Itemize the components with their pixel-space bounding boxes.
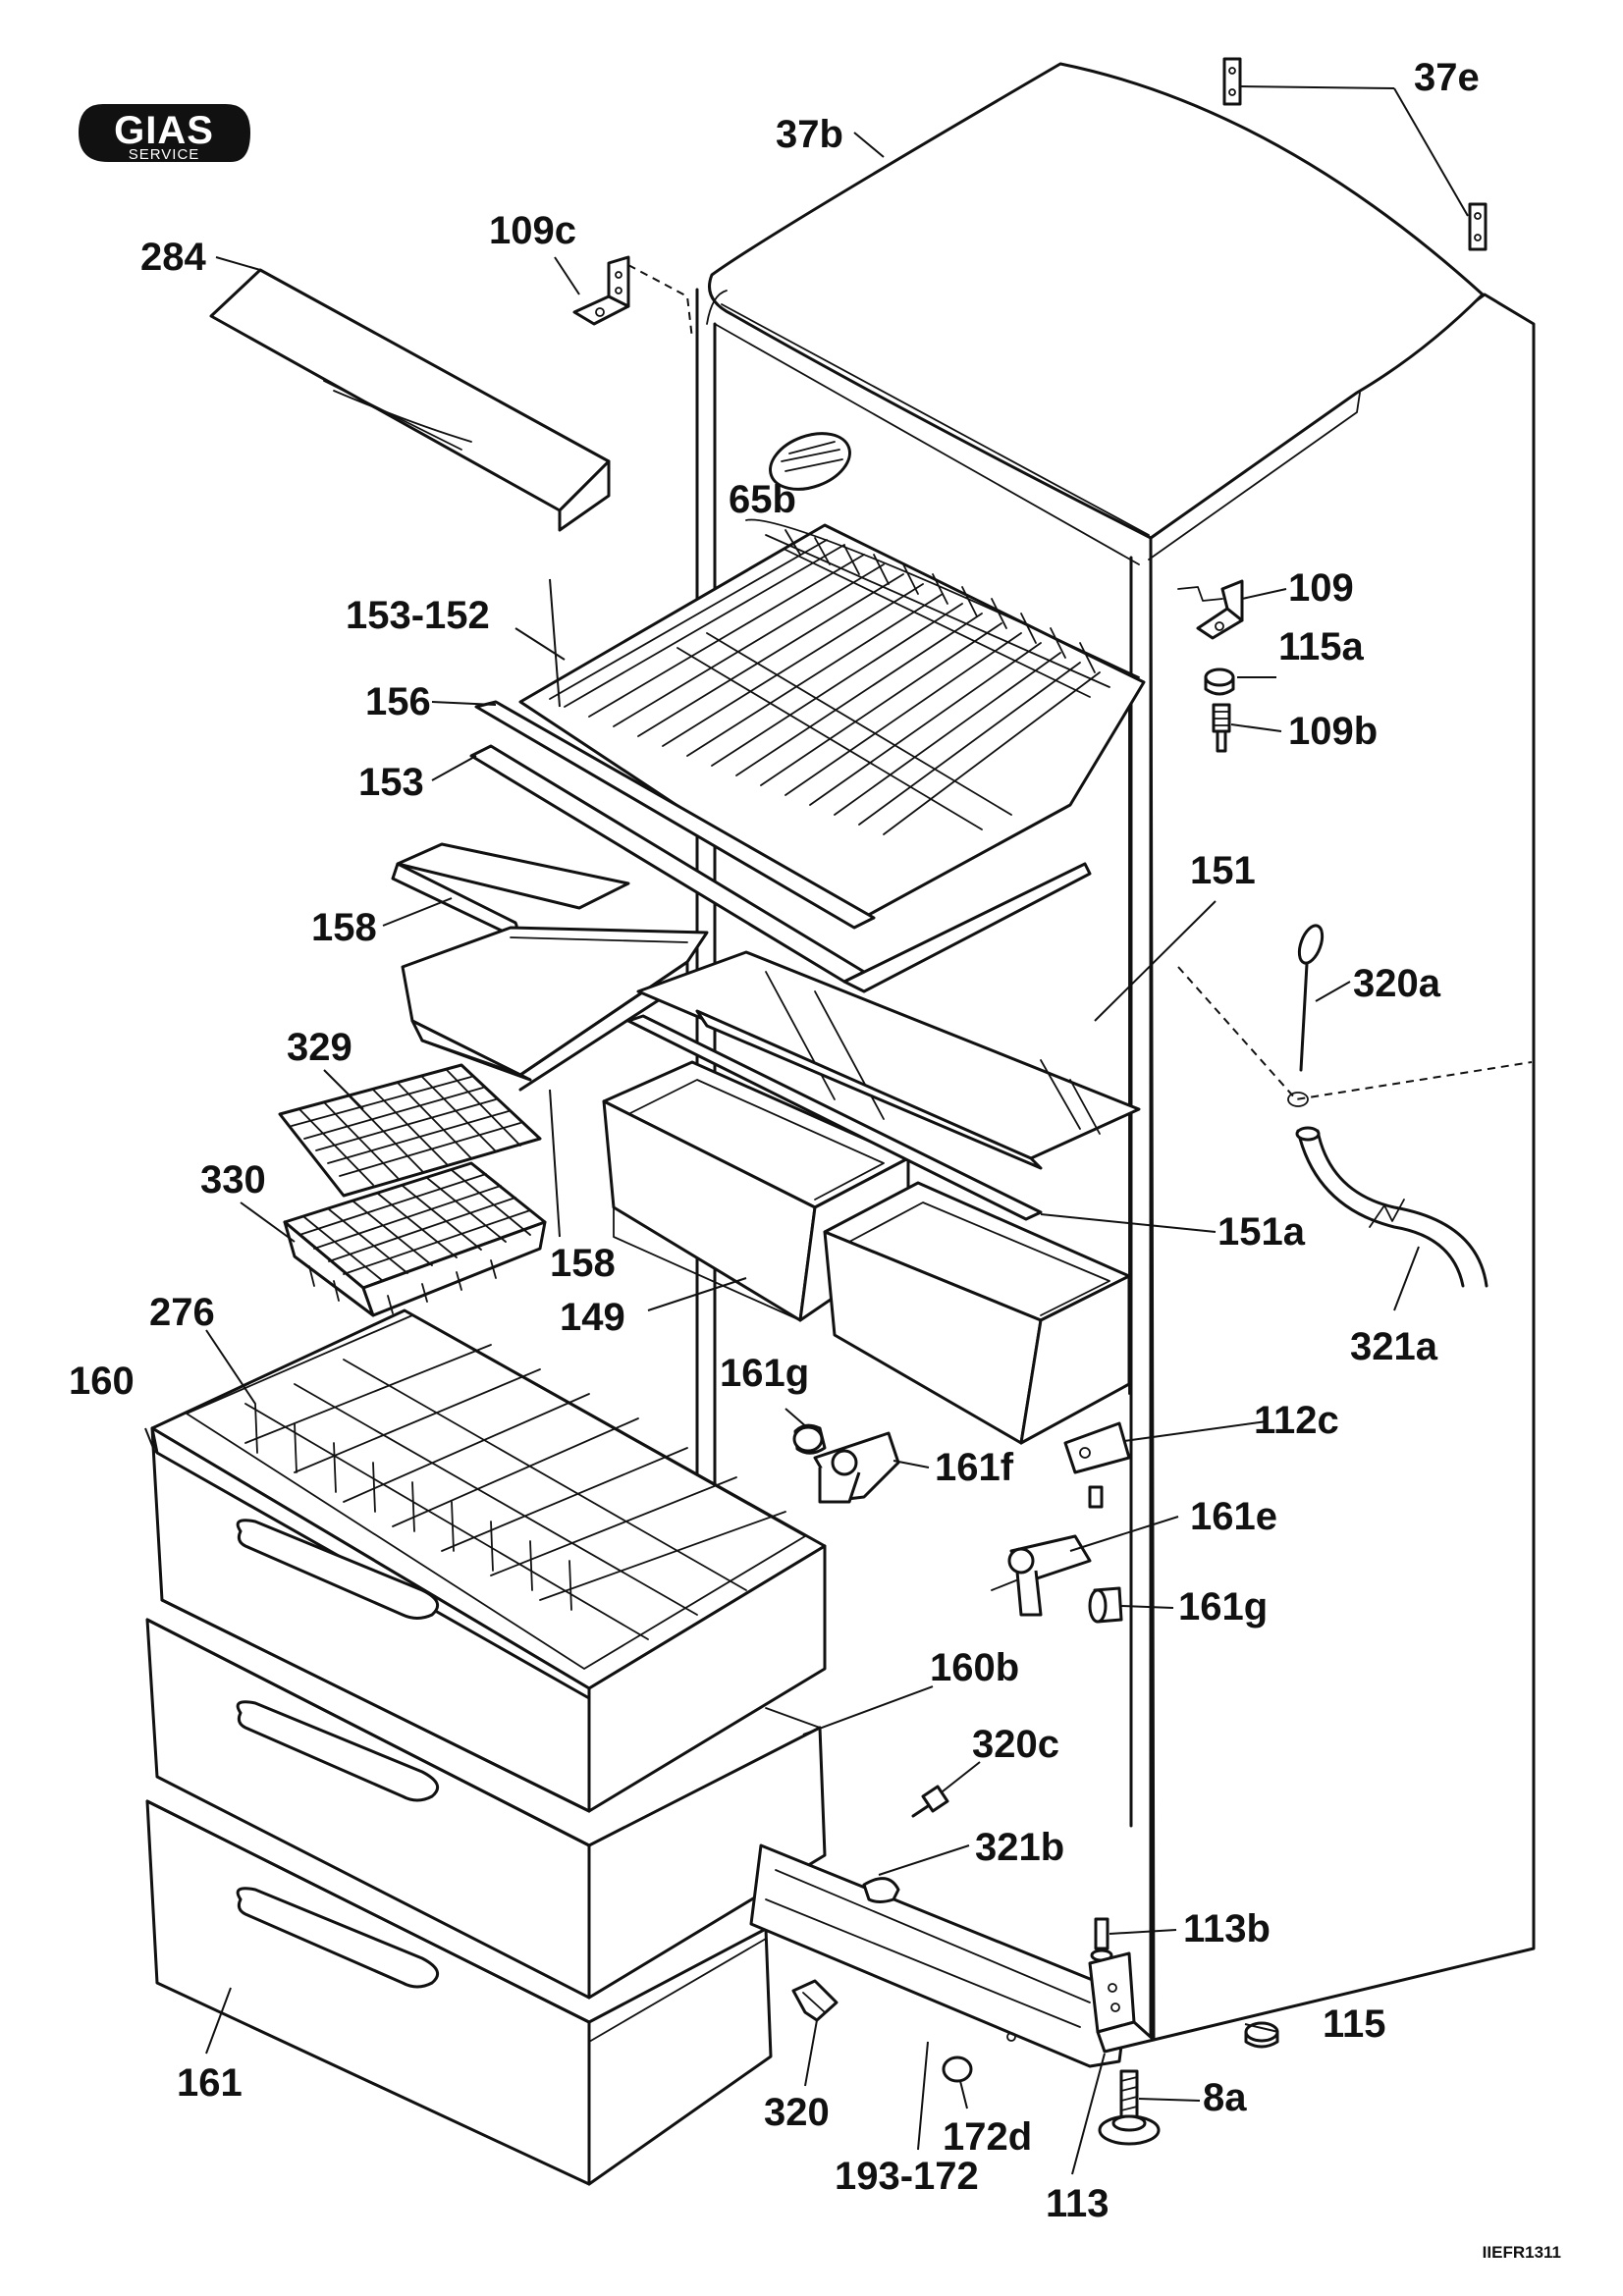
pin-113b: [1090, 1917, 1113, 1962]
hinge-pin-109b: [1212, 703, 1231, 753]
glass-shelf-151: [636, 950, 1141, 1170]
bushing-161g-right: [1088, 1586, 1123, 1624]
label-321a: 321a: [1350, 1325, 1438, 1368]
foot-cap-172d: [942, 2056, 973, 2083]
label-193-172: 193-172: [835, 2155, 979, 2198]
label-161f: 161f: [935, 1446, 1014, 1489]
drain-tool-320a: [1177, 924, 1533, 1107]
trim-strip-284: [209, 268, 611, 532]
label-109: 109: [1288, 566, 1354, 610]
label-113b: 113b: [1183, 1907, 1271, 1950]
label-161: 161: [177, 2061, 243, 2105]
label-8a: 8a: [1203, 2076, 1247, 2119]
logo-subtext: SERVICE: [129, 146, 200, 163]
freezer-drawer-161: [145, 1799, 773, 2186]
kick-plate-193-172: [749, 1843, 1126, 2068]
label-161e: 161e: [1190, 1495, 1277, 1538]
label-115a: 115a: [1278, 625, 1365, 668]
label-160b: 160b: [930, 1646, 1019, 1689]
label-158-flap: 158: [311, 906, 377, 949]
fridge-cabinet: [695, 288, 1536, 2042]
washer-115a: [1204, 667, 1235, 696]
label-37e: 37e: [1414, 56, 1480, 99]
leader-lines: [144, 85, 1469, 2175]
label-109b: 109b: [1288, 710, 1378, 753]
part-labels: 37e 37b 284 109c 65b 109 115a 109b 153-1…: [69, 56, 1480, 2225]
label-151a: 151a: [1217, 1210, 1306, 1254]
crisper-drawer-right: [823, 1181, 1131, 1445]
label-276: 276: [149, 1291, 215, 1334]
label-153: 153: [358, 761, 424, 804]
label-115: 115: [1323, 2002, 1386, 2046]
label-113: 113: [1046, 2182, 1109, 2225]
label-320a: 320a: [1353, 962, 1441, 1005]
bottom-hinge-113: [1088, 1951, 1156, 2054]
ice-cube-tray-330: [283, 1161, 547, 1317]
adjustable-foot-8a: [1098, 2069, 1161, 2146]
shelf-trim-156: [474, 700, 876, 930]
hinge-112c: [1063, 1421, 1131, 1509]
label-161g-left: 161g: [720, 1352, 809, 1395]
label-329: 329: [287, 1026, 352, 1069]
label-321b: 321b: [975, 1826, 1064, 1869]
freezer-tray-158: [401, 926, 709, 1092]
label-172d: 172d: [943, 2115, 1032, 2159]
screw-320c: [911, 1785, 949, 1818]
label-320: 320: [764, 2091, 830, 2134]
hinge-bracket-109: [1177, 579, 1244, 640]
logo-text: GIAS: [114, 109, 214, 152]
label-112c: 112c: [1254, 1399, 1339, 1442]
hinge-plate-37e: [1222, 57, 1488, 251]
top-cover-37b: [706, 62, 1485, 561]
ice-tray-lid-329: [278, 1063, 542, 1198]
drain-hose-321a: [1295, 1126, 1488, 1288]
washer-115: [1244, 2021, 1279, 2049]
shelf-frame-153: [469, 744, 1092, 993]
label-65b: 65b: [729, 478, 796, 521]
label-153-152: 153-152: [346, 594, 490, 637]
drawing-code: IIEFR1311: [1483, 2243, 1561, 2262]
hinge-bracket-109c: [572, 255, 693, 340]
label-151: 151: [1190, 849, 1256, 892]
label-320c: 320c: [972, 1723, 1059, 1766]
label-37b: 37b: [776, 113, 843, 156]
freezer-drawer-160: [150, 1308, 827, 1813]
label-109c: 109c: [489, 209, 576, 252]
label-156: 156: [365, 680, 431, 723]
gias-service-logo: GIAS SERVICE: [79, 104, 250, 163]
wire-shelf-153-152: [518, 518, 1146, 925]
flap-158: [391, 842, 630, 934]
shelf-rail-151a: [626, 1014, 1043, 1221]
freezer-drawer-middle: [145, 1618, 827, 2000]
bushing-161g-left: [792, 1425, 824, 1453]
label-161g-right: 161g: [1178, 1585, 1268, 1629]
label-330: 330: [200, 1158, 266, 1201]
label-284: 284: [140, 236, 206, 279]
label-149: 149: [560, 1296, 625, 1339]
clip-320: [791, 1979, 839, 2022]
label-160: 160: [69, 1360, 135, 1403]
label-158-tray: 158: [550, 1242, 616, 1285]
hinge-161e: [991, 1534, 1092, 1617]
